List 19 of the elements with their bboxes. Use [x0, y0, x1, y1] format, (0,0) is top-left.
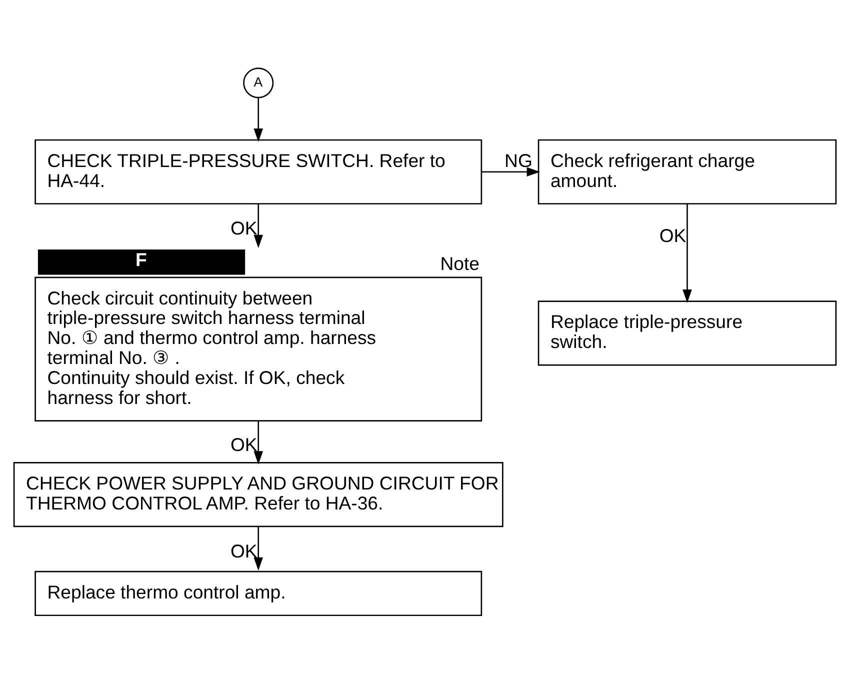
edge-label: OK: [230, 540, 258, 561]
arrow: [482, 166, 540, 176]
node-label: Note: [440, 252, 480, 274]
edge-label: NG: [504, 149, 532, 170]
node-label: F: [136, 248, 147, 270]
arrow: [254, 526, 264, 570]
arrow: [254, 97, 264, 142]
node-circle: A: [243, 67, 274, 98]
node-box: CHECK TRIPLE-PRESSURE SWITCH. Refer to HA-44.: [34, 138, 482, 204]
node-box: Replace thermo control amp.: [34, 570, 482, 616]
arrow: [254, 420, 264, 464]
node-box: Replace triple-pressure switch.: [538, 300, 837, 366]
edge-label: OK: [230, 217, 258, 238]
arrow: [682, 203, 692, 302]
node-box: CHECK POWER SUPPLY AND GROUND CIRCUIT FOR THERMO CONTROL AMP. Refer to HA-36.: [13, 462, 504, 527]
edge-label: OK: [230, 434, 258, 455]
arrow: [254, 203, 264, 248]
edge-label: OK: [659, 224, 686, 246]
node-box: Check refrigerant charge amount.: [538, 138, 837, 204]
